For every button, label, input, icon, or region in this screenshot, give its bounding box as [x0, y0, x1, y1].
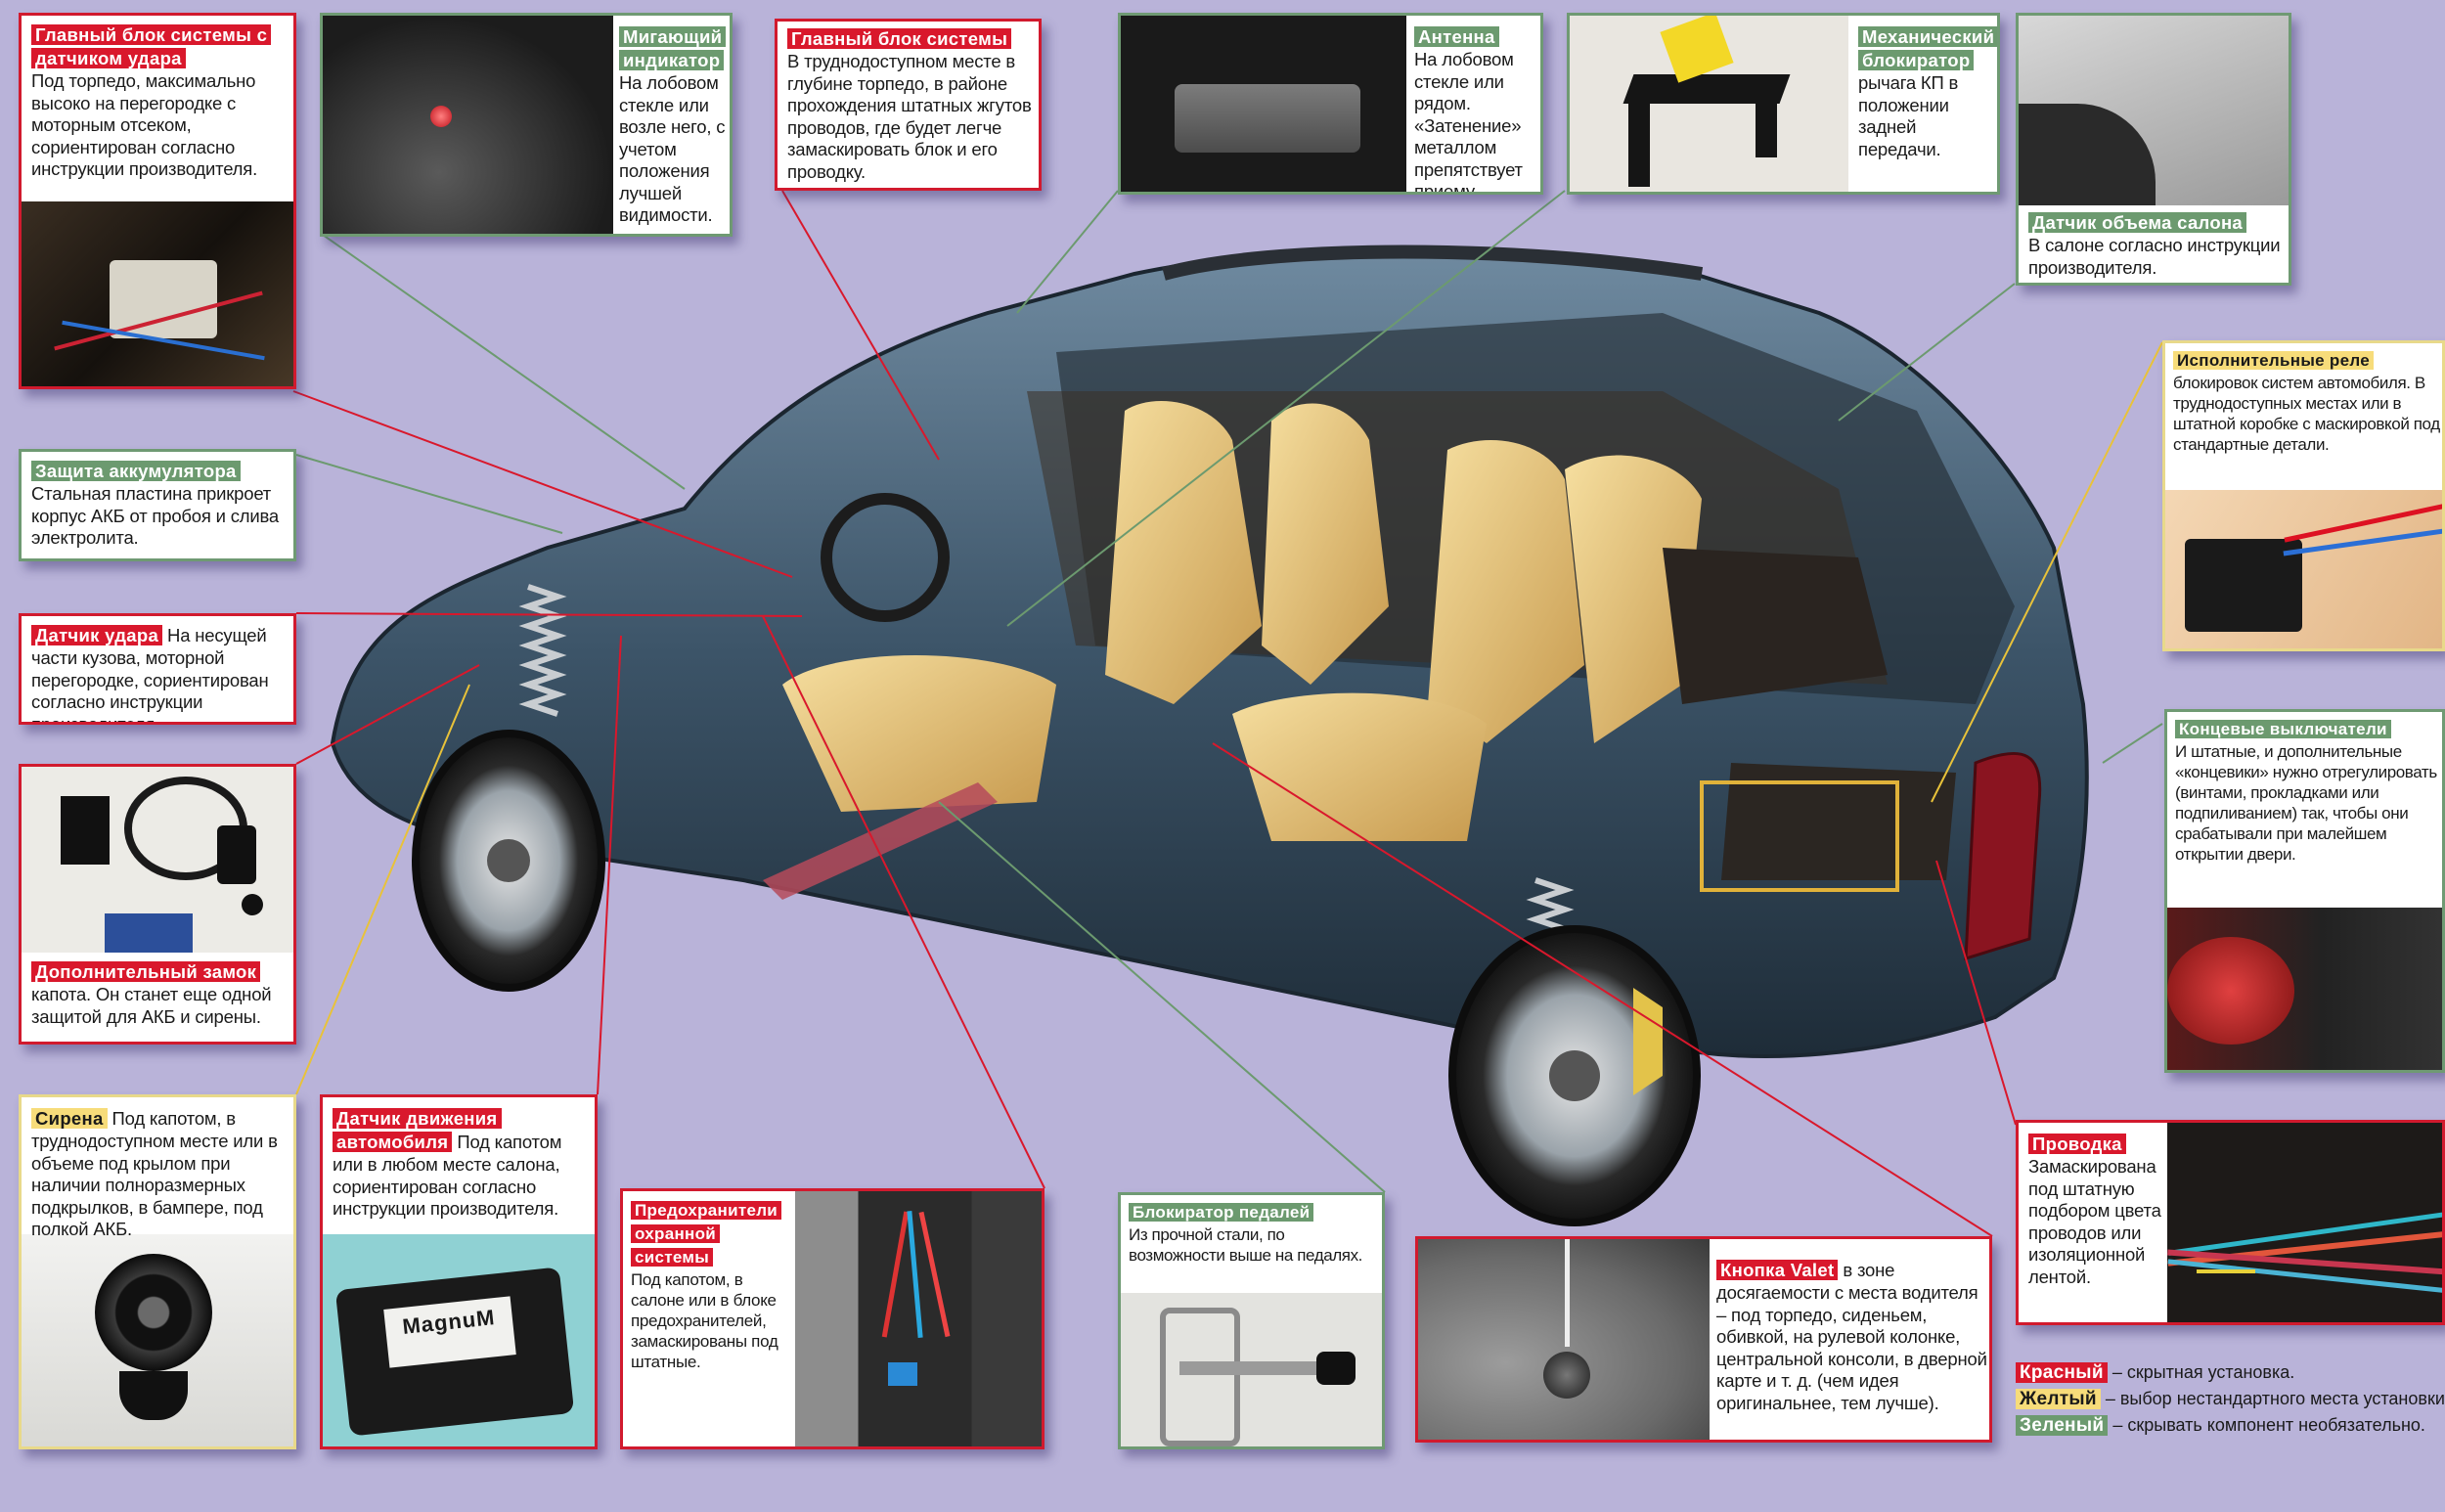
callout-valet: Кнопка Valet в зоне досягаемости с места…	[1415, 1236, 1992, 1443]
callout-pedal-lock: Блокиратор педалей Из прочной стали, по …	[1118, 1192, 1385, 1449]
callout-blink-indicator: Мигающий индикатор На лобовом стекле или…	[320, 13, 733, 237]
pedal-lock-photo	[1121, 1293, 1382, 1446]
legend-text: – скрытная установка.	[2112, 1362, 2295, 1382]
callout-relays: Исполнительные реле блокировок систем ав…	[2162, 340, 2445, 651]
callout-tag: Предохранители охранной системы	[631, 1201, 782, 1267]
legend-tag: Красный	[2016, 1362, 2108, 1383]
hood-lock-photo	[22, 767, 293, 953]
legend-item-yellow: Желтый – выбор нестандартного места уста…	[2016, 1386, 2445, 1412]
callout-tag: Сирена	[31, 1108, 108, 1129]
callout-shock-sensor: Датчик удара На несущей части кузова, мо…	[19, 613, 296, 725]
antenna-photo	[1121, 16, 1406, 192]
led-indicator-photo	[323, 16, 613, 234]
callout-tag: Главный блок системы	[787, 28, 1012, 49]
fuses-photo	[795, 1191, 1042, 1446]
gear-lock-photo	[1570, 16, 1848, 192]
legend-tag: Зеленый	[2016, 1415, 2109, 1436]
callout-text: Под капотом или в любом месте салона, со…	[333, 1132, 562, 1219]
callout-tag: Антенна	[1414, 26, 1499, 47]
callout-tag: Дополнительный замок	[31, 961, 261, 982]
relay-photo	[2165, 490, 2442, 648]
callout-tag: Исполнительные реле	[2173, 351, 2374, 370]
callout-text: Под капотом, в труднодоступном месте или…	[31, 1108, 278, 1239]
callout-text: капота. Он станет еще одной защитой для …	[31, 984, 272, 1027]
legend-text: – скрывать компонент необязательно.	[2112, 1415, 2425, 1435]
legend-tag: Желтый	[2016, 1389, 2101, 1409]
callout-text: На лобовом стекле или возле него, с учет…	[619, 72, 726, 225]
callout-text: в зоне досягаемости с места водителя – п…	[1716, 1260, 1987, 1413]
device-brand-label: MagnuM	[401, 1305, 497, 1339]
callout-antenna: Антенна На лобовом стекле или рядом. «За…	[1118, 13, 1543, 195]
callout-main-unit: Главный блок системы В труднодоступном м…	[775, 19, 1042, 191]
callout-text: На несущей части кузова, моторной перего…	[31, 625, 269, 725]
door-switch-photo	[2167, 908, 2442, 1070]
callout-text: На лобовом стекле или рядом. «Затенение»…	[1414, 49, 1523, 195]
callout-fuses: Предохранители охранной системы Под капо…	[620, 1188, 1045, 1449]
callout-mech-lock: Механический блокиратор рычага КП в поло…	[1567, 13, 2000, 195]
callout-text: Под капотом, в салоне или в блоке предох…	[631, 1270, 778, 1371]
callout-tag: Блокиратор педалей	[1129, 1203, 1314, 1222]
callout-volume-sensor: Датчик объема салона В салоне согласно и…	[2016, 13, 2291, 286]
callout-tag: Механический блокиратор	[1858, 26, 1997, 70]
callout-main-unit-shock: Главный блок системы с датчиком удара По…	[19, 13, 296, 389]
callout-tag: Кнопка Valet	[1716, 1260, 1839, 1280]
callout-text: блокировок систем автомобиля. В труднодо…	[2173, 374, 2440, 454]
wiring-photo	[2167, 1123, 2442, 1322]
legend-item-red: Красный – скрытная установка.	[2016, 1359, 2445, 1386]
callout-motion-sensor: Датчик движения автомобиля Под капотом и…	[320, 1094, 598, 1449]
rear-wheel	[1448, 925, 1701, 1226]
callout-tag: Защита аккумулятора	[31, 461, 241, 481]
callout-text: В салоне согласно инструкции производите…	[2028, 235, 2281, 278]
alarm-unit-photo	[22, 201, 293, 386]
legend-item-green: Зеленый – скрывать компонент необязатель…	[2016, 1412, 2445, 1439]
legend-text: – выбор нестандартного места установки.	[2105, 1389, 2445, 1408]
tail-light	[1964, 751, 2042, 961]
callout-siren: Сирена Под капотом, в труднодоступном ме…	[19, 1094, 296, 1449]
callout-text: В труднодоступном месте в глубине торпед…	[787, 51, 1032, 182]
callout-tag: Концевые выключатели	[2175, 720, 2391, 738]
front-spring	[518, 584, 567, 717]
callout-tag: Мигающий индикатор	[619, 26, 727, 70]
motion-sensor-photo: MagnuM	[323, 1234, 595, 1446]
color-legend: Красный – скрытная установка. Желтый – в…	[2016, 1359, 2445, 1439]
callout-tag: Проводка	[2028, 1134, 2126, 1154]
callout-text: И штатные, и дополнительные «концевики» …	[2175, 742, 2437, 864]
callout-text: Замаскирована под штатную подбором цвета…	[2028, 1156, 2161, 1287]
callout-text: Стальная пластина прикроет корпус АКБ от…	[31, 483, 280, 548]
callout-text: Из прочной стали, по возможности выше на…	[1129, 1225, 1363, 1265]
callout-tag: Датчик объема салона	[2028, 212, 2247, 233]
callout-hood-lock: Дополнительный замок капота. Он станет е…	[19, 764, 296, 1045]
callout-wiring: Проводка Замаскирована под штатную подбо…	[2016, 1120, 2445, 1325]
front-wheel	[412, 730, 605, 992]
callout-text: рычага КП в положении задней передачи.	[1858, 72, 1959, 159]
callout-text: Под торпедо, максимально высоко на перег…	[31, 70, 258, 179]
volume-sensor-photo	[2019, 16, 2289, 205]
callout-battery-guard: Защита аккумулятора Стальная пластина пр…	[19, 449, 296, 561]
callout-tag: Главный блок системы с датчиком удара	[31, 24, 272, 68]
red-led	[430, 106, 452, 127]
siren-photo	[22, 1234, 293, 1446]
callout-tag: Датчик удара	[31, 625, 163, 645]
callout-door-switches: Концевые выключатели И штатные, и дополн…	[2164, 709, 2445, 1073]
valet-button-photo	[1418, 1239, 1710, 1440]
